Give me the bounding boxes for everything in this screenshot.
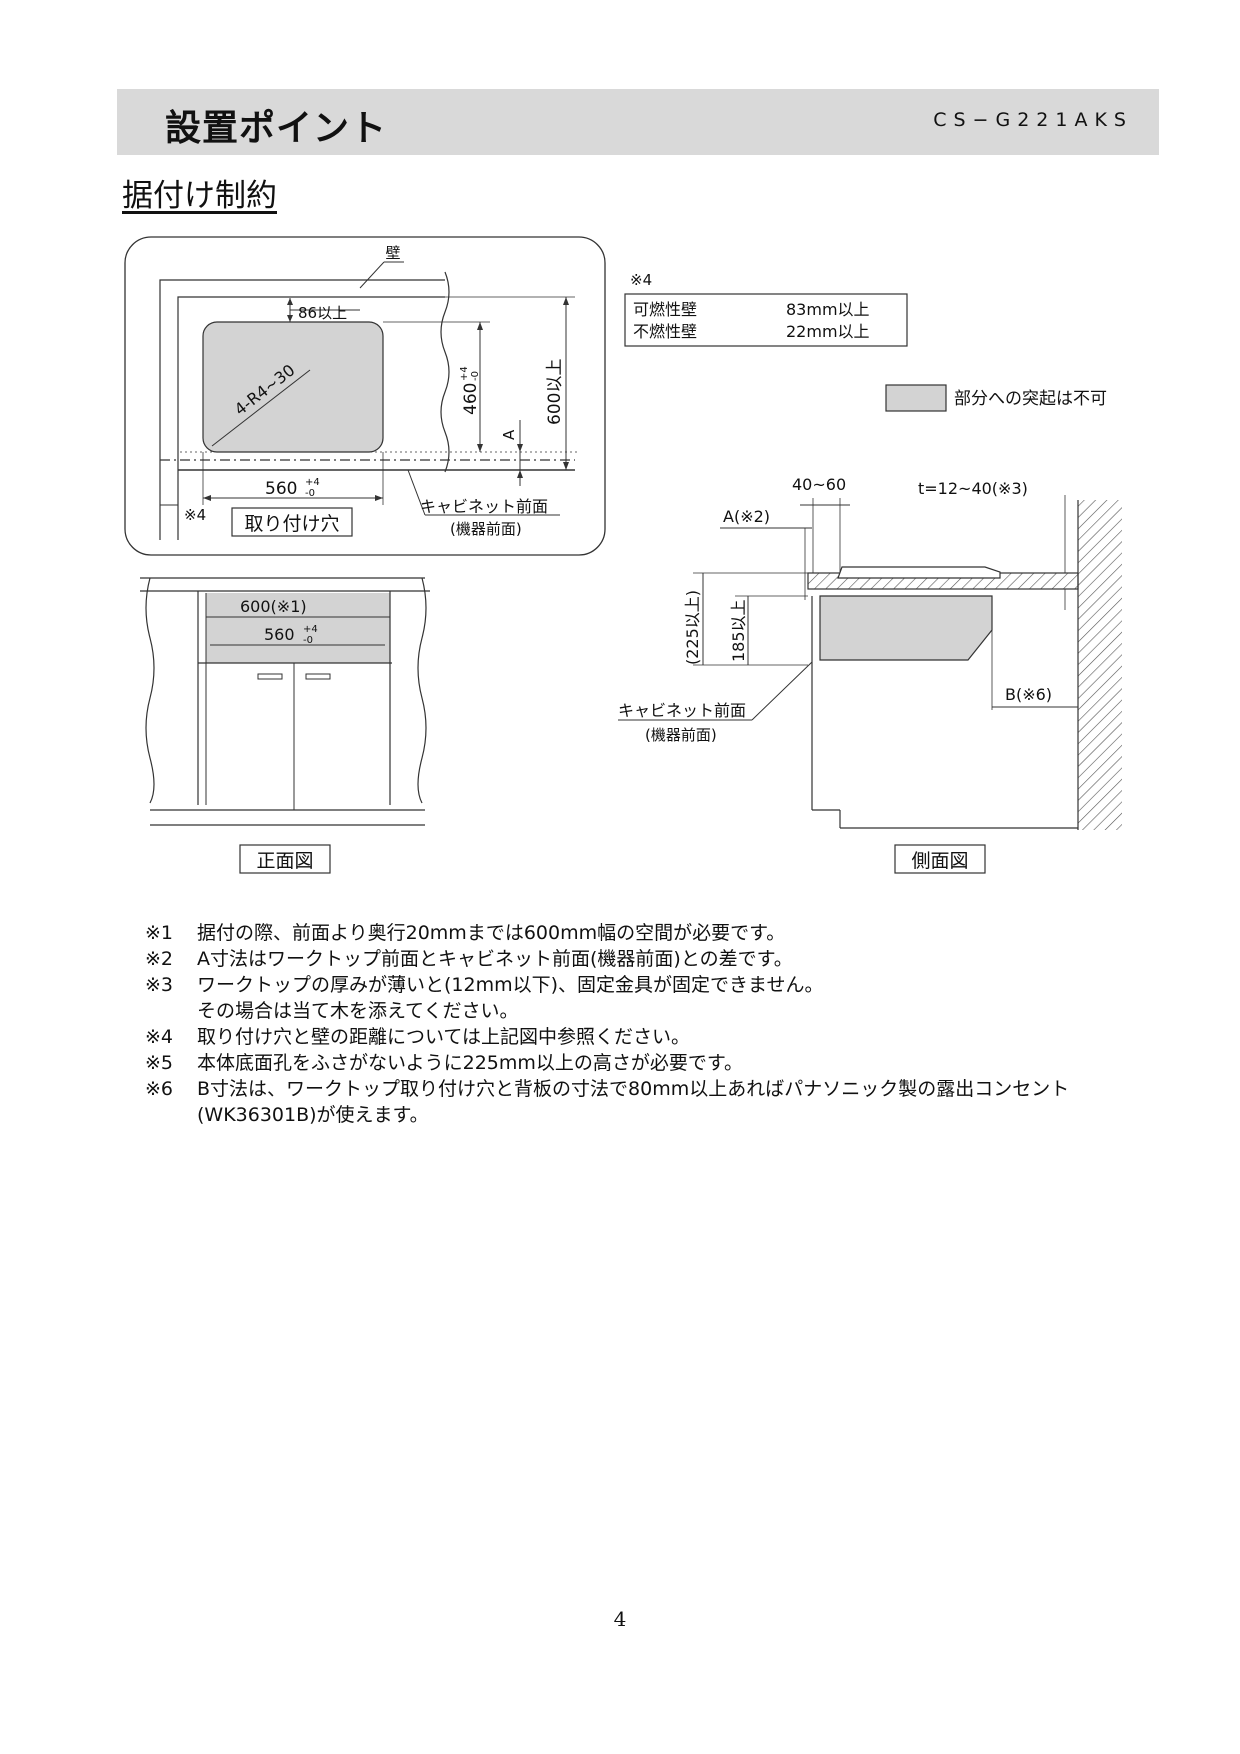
dim-86-label: 86以上 [298,304,347,322]
note-5: ※5 本体底面孔をふさがないように225mm以上の高さが必要です。 [145,1050,1155,1076]
notes-list: ※1 据付の際、前面より奥行20mmまでは600mm幅の空間が必要です。 ※2 … [145,920,1155,1128]
note-1: ※1 据付の際、前面より奥行20mmまでは600mm幅の空間が必要です。 [145,920,1155,946]
page-number: 4 [613,1607,627,1631]
note4-mark-top: ※4 [184,506,206,524]
dim-t-label: t=12~40(※3) [918,479,1028,498]
dim-460-label: 460 [461,383,481,415]
note-6: ※6 B寸法は、ワークトップ取り付け穴と背板の寸法で80mm以上あればパナソニッ… [145,1076,1155,1102]
page-title: 設置ポイント [165,108,388,149]
installation-diagrams: 壁 86以上 4-R4~30 460 +4 -0 600以上 [124,236,1122,874]
mounting-hole [202,321,384,453]
dim-560-tol-plus: +4 [305,477,320,488]
front-view-countertop-left-break [145,577,155,804]
wall-table-row-0-label: 可燃性壁 [633,300,697,319]
cabinet-front-label-side: キャビネット前面 [618,701,746,720]
note-2: ※2 A寸法はワークトップ前面とキャビネット前面(機器前面)との差です。 [145,946,1155,972]
dim-560-tol-minus: -0 [305,488,315,499]
front-dim-560-label: 560 [264,625,295,644]
break-line [440,271,450,473]
front-view-label-box [239,844,331,874]
dim-a-label: A [500,429,518,440]
note-mark: ※6 [145,1078,174,1100]
note-text: ワークトップの厚みが薄いと(12mm以下)、固定金具が固定できません。 [197,974,824,996]
top-view-frame [124,236,606,556]
device-front-label-side: (機器前面) [645,726,717,744]
dim-225-label: (225以上) [683,590,702,665]
wall-table-row-1-label: 不燃性壁 [633,322,697,341]
note-6-continuation: (WK36301B)が使えます。 [197,1104,429,1126]
front-dim-560-tol-plus: +4 [303,624,318,635]
cabinet-handle-left [257,673,283,680]
front-dim-600-label: 600(※1) [240,597,307,616]
wall-label: 壁 [385,244,400,262]
hole-label-box [231,507,353,537]
front-view-label: 正面図 [256,850,313,872]
note-text: 本体底面孔をふさがないように225mm以上の高さが必要です。 [197,1052,744,1074]
dim-a-side-label: A(※2) [723,507,770,526]
dim-460-tol-plus: +4 [459,366,470,381]
note-4: ※4 取り付け穴と壁の距離については上記図中参照ください。 [145,1024,1155,1050]
note-mark: ※3 [145,974,174,996]
front-dim-560-tol-minus: -0 [303,635,313,646]
note-mark: ※2 [145,948,174,970]
wall-line [159,279,445,540]
side-view-label-box [894,844,986,874]
device-front-label-top: (機器前面) [450,520,522,538]
note-text: A寸法はワークトップ前面とキャビネット前面(機器前面)との差です。 [197,948,793,970]
front-view-countertop-right-break [417,577,427,804]
wall-table: ※4 可燃性壁 83mm以上 不燃性壁 22mm以上 [624,271,908,347]
cabinet-front-label-top: キャビネット前面 [420,497,548,516]
note-mark: ※5 [145,1052,174,1074]
note-3-continuation: その場合は当て木を添えてください。 [197,1000,519,1022]
wall-line-inner [177,296,445,540]
legend-text: 部分への突起は不可 [954,389,1107,409]
dim-b-label: B(※6) [1005,685,1052,704]
side-view-diagram: 40~60 t=12~40(※3) A(※2) (225以上) 185以上 B(… [618,475,1122,874]
wall-table-row-1-value: 22mm以上 [786,322,870,341]
top-view-diagram: 壁 86以上 4-R4~30 460 +4 -0 600以上 [124,236,606,556]
wall-hatch [1078,500,1122,830]
cabinet-handle-right [305,673,331,680]
wall-table-mark: ※4 [630,271,652,289]
legend: 部分への突起は不可 [885,384,1107,412]
section-title: 据付け制約 [122,178,277,214]
dim-185-label: 185以上 [729,599,748,662]
hole-label: 取り付け穴 [244,513,339,535]
dim-600-label: 600以上 [545,359,565,425]
dim-560-label: 560 [265,479,297,499]
note-3: ※3 ワークトップの厚みが薄いと(12mm以下)、固定金具が固定できません。 [145,972,1155,998]
dim-460-tol-minus: -0 [470,371,481,381]
front-view-clearance-band [206,593,390,663]
model-number: CS−G221AKS [933,109,1133,131]
hob-top [837,566,1001,579]
header-bar: 設置ポイント CS−G221AKS [117,89,1159,155]
front-view-diagram: 600(※1) 560 +4 -0 正面図 [140,577,430,874]
note-mark: ※1 [145,922,174,944]
note-mark: ※4 [145,1026,174,1048]
note-text: 据付の際、前面より奥行20mmまでは600mm幅の空間が必要です。 [197,922,786,944]
legend-swatch [885,384,947,412]
dim-40-60-label: 40~60 [792,475,846,494]
note-text: 取り付け穴と壁の距離については上記図中参照ください。 [197,1026,691,1048]
note-text: B寸法は、ワークトップ取り付け穴と背板の寸法で80mm以上あればパナソニック製の… [197,1078,1070,1100]
hob-body [819,595,993,661]
side-view-label: 側面図 [911,850,968,872]
wall-table-row-0-value: 83mm以上 [786,300,870,319]
